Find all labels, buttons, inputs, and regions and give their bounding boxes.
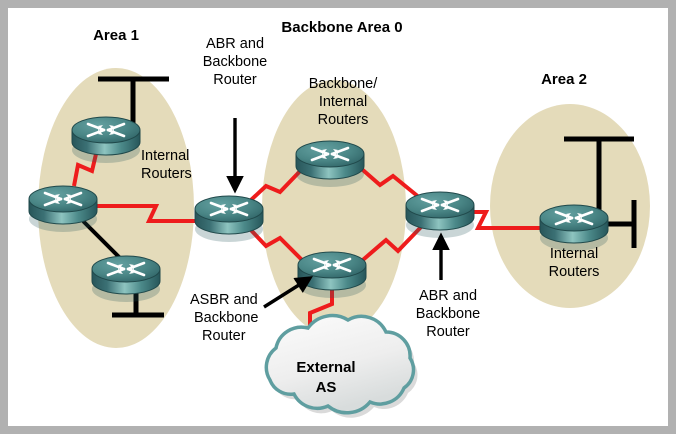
callout-backbone-line-3: Routers	[318, 112, 369, 128]
callout-asbr-line-3: Router	[202, 328, 246, 344]
external-as-cloud: External AS	[264, 313, 418, 418]
callout-abr-right-line-2: Backbone	[416, 306, 481, 322]
callout-backbone-line-1: Backbone/	[309, 76, 378, 92]
link-backbone-top-to-abr-right	[354, 162, 422, 200]
callout-backbone-internal-routers: Backbone/ Internal Routers	[309, 76, 378, 128]
callout-asbr-line-1: ASBR and	[190, 292, 258, 308]
ethernet-links	[82, 220, 122, 260]
callout-labels: ABR and Backbone Router Internal Routers…	[141, 36, 599, 344]
callout-internal-area2-line-1: Internal	[550, 246, 598, 262]
callout-internal-routers-area1: Internal Routers	[141, 148, 192, 182]
callout-abr-left-line-3: Router	[213, 72, 257, 88]
abr-backbone-router-left[interactable]	[193, 194, 265, 244]
callout-abr-right-line-1: ABR and	[419, 288, 477, 304]
network-topology-svg: External AS Area 1	[27, 19, 650, 418]
link-area1-left-to-bottom	[82, 220, 122, 260]
asbr-backbone-router[interactable]	[296, 250, 368, 300]
area-title-area1: Area 1	[93, 27, 139, 44]
callout-arrows	[226, 118, 450, 309]
callout-backbone-line-2: Internal	[319, 94, 367, 110]
callout-abr-right-line-3: Router	[426, 324, 470, 340]
callout-internal-area2-line-2: Routers	[549, 264, 600, 280]
callout-asbr-line-2: Backbone	[194, 310, 259, 326]
area-title-area2: Area 2	[541, 71, 587, 88]
callout-abr-left-line-2: Backbone	[203, 54, 268, 70]
link-abr-left-to-backbone-top	[249, 164, 307, 202]
backbone-internal-router-top[interactable]	[294, 139, 366, 189]
link-area1-left-to-abr	[91, 204, 224, 223]
arrow-asbr	[263, 276, 313, 309]
link-asbr-to-abr-right	[355, 224, 424, 267]
internal-router-area1-left[interactable]	[27, 184, 99, 234]
cloud-label-line-1: External	[296, 359, 355, 376]
cloud-label-line-2: AS	[316, 379, 337, 396]
internal-router-area1-top[interactable]	[70, 115, 142, 165]
callout-abr-left-line-1: ABR and	[206, 36, 264, 52]
callout-internal-area1-line-2: Routers	[141, 166, 192, 182]
cloud-shape	[264, 313, 416, 415]
lan-area2-vertical	[564, 136, 634, 220]
internal-router-area2[interactable]	[538, 203, 610, 253]
abr-backbone-router-right[interactable]	[404, 190, 476, 240]
link-area1-top-to-left	[72, 153, 98, 187]
callout-asbr: ASBR and Backbone Router	[190, 292, 259, 344]
internal-router-area1-bottom[interactable]	[90, 254, 162, 304]
callout-abr-left: ABR and Backbone Router	[203, 36, 268, 88]
callout-abr-right: ABR and Backbone Router	[416, 288, 481, 340]
area-titles: Area 1 Backbone Area 0 Area 2	[93, 19, 587, 88]
area-title-backbone: Backbone Area 0	[281, 19, 402, 36]
callout-internal-area1-line-1: Internal	[141, 148, 189, 164]
link-abr-left-to-asbr	[246, 225, 310, 268]
diagram-canvas: External AS Area 1	[8, 8, 668, 426]
callout-internal-routers-area2: Internal Routers	[549, 246, 600, 280]
